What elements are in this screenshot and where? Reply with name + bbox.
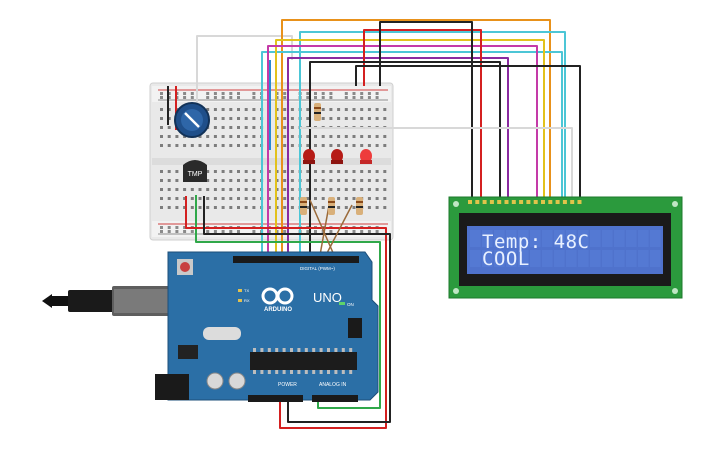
wire-magenta [267,45,538,255]
led-3 [360,149,372,164]
wire-black [379,21,473,200]
arduino-logo: ARDUINO [261,287,294,313]
resistor-3 [356,197,363,215]
brand-label: ARDUINO [264,307,292,313]
digital-header [233,256,359,263]
wire-brown-3 [325,204,353,256]
breadboard[interactable] [149,82,394,241]
atmega-chip [250,352,357,370]
wire-orange [281,19,551,255]
power-label: POWER [278,382,297,388]
lcd-line-1: Temp: 48C [482,231,590,253]
tx-label: TX [244,288,249,293]
temperature-sensor[interactable]: TMP [183,160,207,182]
on-label: ON [347,302,354,307]
led-2 [331,149,343,164]
resistors[interactable] [300,103,363,215]
wire-cyan [261,51,563,255]
wire-red [363,29,482,200]
wires [167,19,581,429]
lcd-module[interactable] [448,196,683,299]
potentiometer[interactable] [174,102,210,138]
power-header [248,395,303,402]
resistor-top [314,103,321,121]
reset-button [180,262,190,272]
arduino-uno[interactable]: ARDUINO UNO DIGITAL (PWM~) ANALOG IN POW… [155,251,379,402]
analog-label: ANALOG IN [319,382,347,388]
lcd-line-2: COOL [482,248,530,270]
wire-red-power [185,196,387,429]
wire-white [196,35,293,110]
resistor-1 [300,197,307,215]
wire-black-2 [355,65,581,200]
rx-label: RX [244,298,250,303]
wire-green [195,195,381,409]
resistor-2 [328,197,335,215]
usb-cable[interactable] [42,286,170,316]
led-1 [303,149,315,164]
sensor-label: TMP [188,171,203,178]
analog-header [312,395,358,402]
leds[interactable] [303,149,372,164]
wire-yellow [275,39,545,255]
wire-white-2 [300,127,573,200]
model-label: UNO [313,290,342,305]
wire-black-gnd [203,196,391,423]
digital-label: DIGITAL (PWM~) [300,266,335,271]
wire-cyan-2 [299,31,566,255]
